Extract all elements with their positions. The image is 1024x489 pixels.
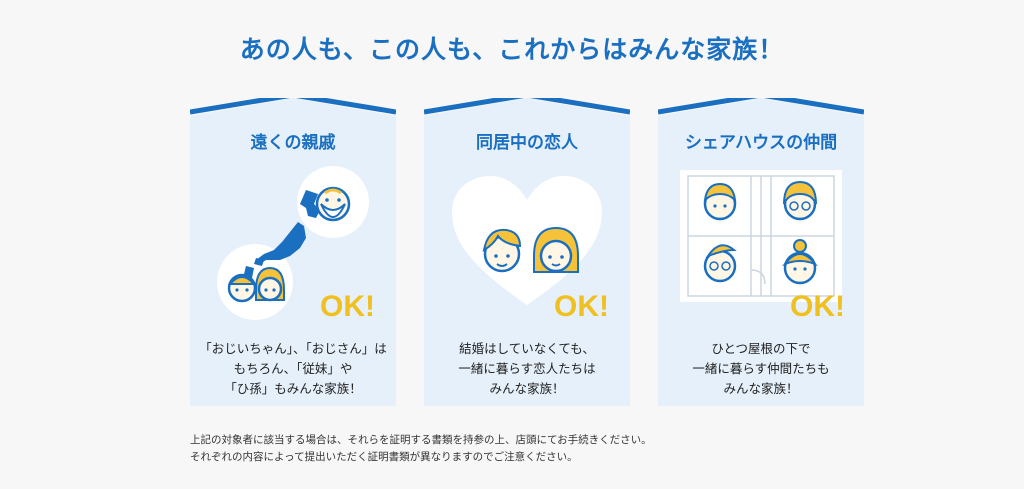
card-title: 同居中の恋人: [476, 133, 578, 153]
woman-face-icon: [533, 226, 579, 273]
heart-illustration: [452, 176, 602, 305]
ok-badge: OK!: [790, 290, 845, 323]
relative-face-icon: [227, 273, 257, 303]
page-headline: あの人も、この人も、これからはみんな家族！: [239, 35, 785, 64]
cousin-face-icon: [255, 266, 285, 302]
housemate-face-icon: [703, 182, 737, 221]
card-cohabiting-partner: 同居中の恋人 OK! 結婚はしていなくても、 一緒に暮らす恋人たちは みんな家族…: [424, 98, 630, 406]
man-face-icon: [482, 228, 522, 273]
footnote-line: 上記の対象者に該当する場合は、それらを証明する書類を持参の上、店頭にてお手続きく…: [190, 434, 652, 446]
card-description: ひとつ屋根の下で 一緒に暮らす仲間たちも みんな家族！: [692, 341, 830, 396]
card-distant-relatives: 遠くの親戚 OK! 「おじいちゃん」、「おじさん」は: [190, 98, 396, 406]
card-sharehouse-mates: シェアハウスの仲間: [658, 98, 864, 406]
housemate-mohawk-face-icon: [703, 244, 737, 283]
grandfather-face-icon: [315, 186, 351, 222]
card-description: 結婚はしていなくても、 一緒に暮らす恋人たちは みんな家族！: [458, 341, 596, 396]
footnote-line: それぞれの内容によって提出いただく証明書類が異なりますのでご注意ください。: [190, 451, 578, 463]
card-title: 遠くの親戚: [250, 133, 336, 153]
housemate-bun-face-icon: [782, 239, 818, 285]
floorplan-illustration: [680, 170, 842, 302]
japan-map-illustration: [217, 166, 369, 320]
housemate-glasses-face-icon: [783, 180, 817, 221]
card-description: 「おじいちゃん」、「おじさん」は もちろん、「従妹」や 「ひ孫」もみんな家族！: [199, 341, 387, 396]
ok-badge: OK!: [554, 290, 609, 323]
ok-badge: OK!: [320, 290, 375, 323]
footnotes: 上記の対象者に該当する場合は、それらを証明する書類を持参の上、店頭にてお手続きく…: [190, 432, 652, 466]
card-title: シェアハウスの仲間: [684, 133, 838, 153]
